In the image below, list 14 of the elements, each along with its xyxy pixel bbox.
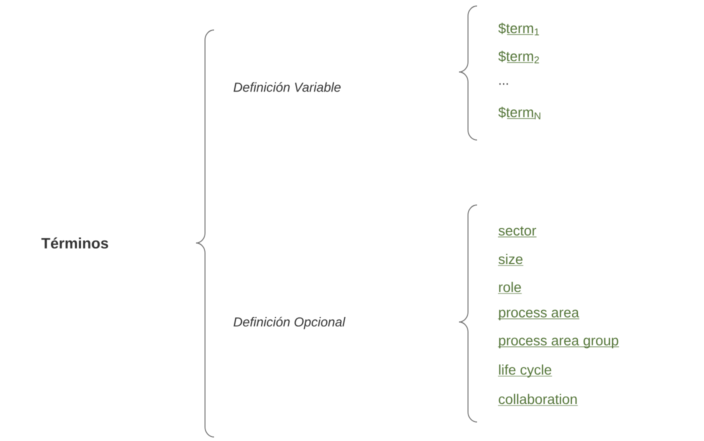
link-text: process area group bbox=[498, 338, 620, 348]
link-text: $term$_{N}$ bbox=[498, 106, 540, 120]
group-label: Definición Opcional bbox=[234, 316, 346, 330]
link-text: process area bbox=[498, 310, 580, 320]
heading-text: Términos bbox=[41, 237, 108, 249]
link-text: $term$_{1}$ bbox=[498, 22, 539, 36]
link-text: role bbox=[498, 282, 522, 294]
link-text: collaboration bbox=[498, 394, 578, 406]
link-text: $term$_{2}$ bbox=[498, 50, 539, 64]
link-text: size bbox=[498, 254, 524, 266]
link-text: life cycle bbox=[498, 364, 552, 378]
ellipsis-text: ... bbox=[499, 83, 508, 85]
group-label: Definición Variable bbox=[234, 82, 341, 92]
link-text: sector bbox=[498, 226, 537, 238]
